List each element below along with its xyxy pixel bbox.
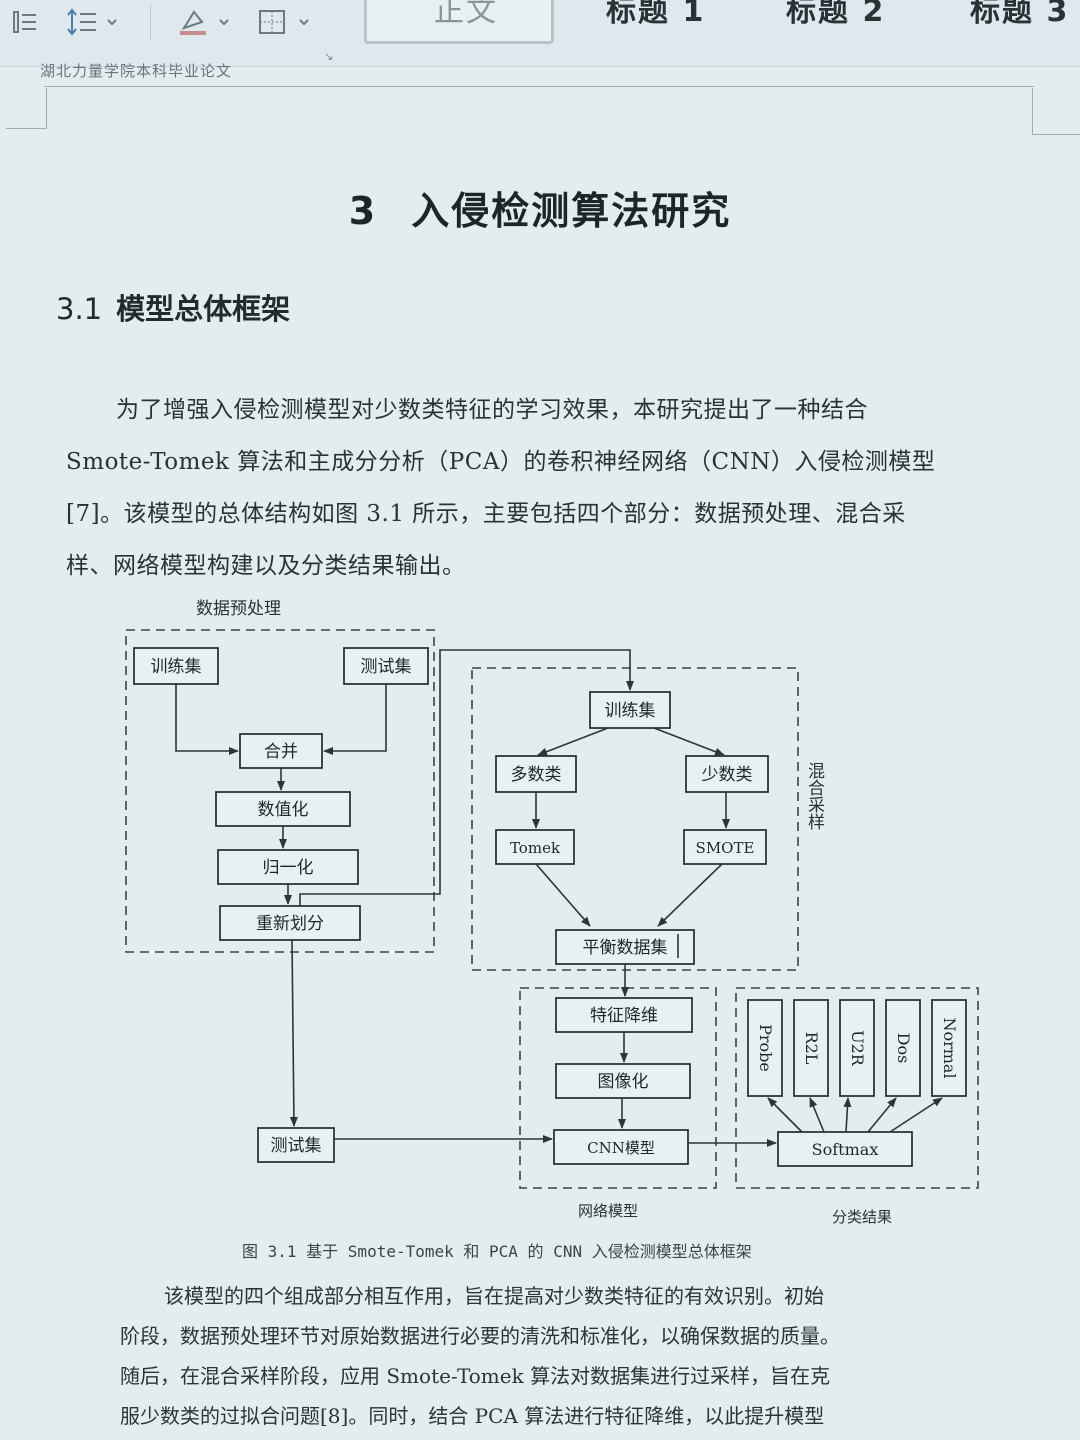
normalize-box [217,849,359,885]
train-set2-label: 训练集 [605,701,656,721]
style-normal-button[interactable] [364,0,554,44]
normalize-label: 归一化 [263,858,314,878]
merge-box [239,733,323,769]
numeric-box [215,791,351,827]
class-u2r-box [839,999,875,1097]
majority-box [495,755,577,793]
arrow-resplit-to-train-set2 [299,649,634,906]
chapter-title-text: 入侵检测算法研究 [411,189,732,233]
borders-icon[interactable] [256,6,316,38]
toolbar-divider [150,4,151,40]
arrow-softmax-to-r2l [809,1097,825,1133]
paragraph-dialog-launcher-icon[interactable]: ↘ [324,50,334,63]
line-spacing-icon[interactable] [64,6,124,38]
paragraph-line: 阶段，数据预处理环节对原始数据进行必要的清洗和标准化，以确保数据的质量。 [120,1324,840,1348]
paragraph-line: 该模型的四个组成部分相互作用，旨在提高对少数类特征的有效识别。初始 [164,1284,824,1308]
class-probe-box [747,999,783,1097]
arrow-train2-to-majority [537,727,609,756]
class-r2l-label: R2L [802,1032,821,1065]
figure-caption: 图 3.1 基于 Smote-Tomek 和 PCA 的 CNN 入侵检测模型总… [242,1242,752,1261]
class-dos-box [885,999,921,1097]
paragraph-line: 随后，在混合采样阶段，应用 Smote-Tomek 算法对数据集进行过采样，旨在… [120,1364,831,1388]
classification-group [735,987,979,1189]
train-set2-box [589,691,671,729]
train-set-label: 训练集 [151,657,202,677]
paragraph-line: [7]。该模型的总体结构如图 3.1 所示，主要包括四个部分：数据预处理、混合采 [66,501,906,527]
section-number: 3.1 [56,292,103,326]
margin-corner-left [6,88,47,129]
cnn-label: CNN模型 [587,1139,655,1157]
preprocess-group-label: 数据预处理 [196,599,281,619]
resplit-label: 重新划分 [256,914,324,934]
ribbon-toolbar: ↘ 正文 标题 1 标题 2 标题 3 [0,0,1080,67]
arrow-train2-to-minority [653,727,725,756]
paragraph-line: Smote-Tomek 算法和主成分分析（PCA）的卷积神经网络（CNN）入侵检… [66,449,936,475]
feature-reduction-box [555,997,693,1033]
arrow-softmax-to-normal [889,1097,943,1133]
arrow-smote-to-balanced [657,863,723,927]
arrow-train-to-merge [175,684,239,755]
imaging-label: 图像化 [598,1072,649,1092]
arrow-softmax-to-probe [767,1097,803,1133]
test-set-box [343,647,429,685]
class-normal-label: Normal [940,1017,959,1078]
shading-icon[interactable] [176,6,236,38]
train-set-box [133,647,219,685]
class-r2l-box [793,999,829,1097]
arrow-resplit-to-test-set2 [289,939,298,1127]
smote-box [683,829,767,865]
network-group [519,987,717,1189]
cnn-box [553,1129,689,1165]
style-heading-2-button[interactable]: 标题 2 [786,0,886,29]
smote-label: SMOTE [696,839,755,857]
arrow-test-to-merge [323,684,387,755]
style-normal-label: 正文 [434,0,498,29]
arrow-tomek-to-balanced [535,863,591,927]
chapter-title: 3 入侵检测算法研究 [0,180,1080,235]
balanced-box [555,929,695,965]
test-set-label: 测试集 [361,657,412,677]
test-set2-box [257,1127,335,1163]
tomek-label: Tomek [510,839,561,857]
imaging-box [555,1063,691,1099]
section-title-text: 模型总体框架 [116,292,291,326]
style-heading-3-button[interactable]: 标题 3 [970,0,1070,29]
body-paragraph-2[interactable]: 该模型的四个组成部分相互作用，旨在提高对少数类特征的有效识别。初始 阶段，数据预… [120,1276,840,1436]
section-title: 3.1 模型总体框架 [56,286,290,328]
classification-group-label: 分类结果 [832,1208,892,1226]
resplit-box [219,905,361,941]
paragraph-line: 服少数类的过拟合问题[8]。同时，结合 PCA 算法进行特征降维，以此提升模型 [120,1404,825,1428]
balanced-label: 平衡数据集 [583,938,668,958]
paragraph-line: 为了增强入侵检测模型对少数类特征的学习效果，本研究提出了一种结合 [116,397,868,423]
majority-label: 多数类 [511,765,562,785]
paragraph-line: 样、网络模型构建以及分类结果输出。 [66,553,466,579]
style-heading-1-button[interactable]: 标题 1 [606,0,706,29]
class-normal-box [931,999,967,1097]
softmax-box [777,1131,913,1167]
network-group-label: 网络模型 [578,1202,638,1220]
class-u2r-label: U2R [848,1030,867,1067]
tomek-box [495,829,575,865]
sampling-group [471,667,799,971]
sampling-group-label: 混合采样 [804,762,825,830]
minority-label: 少数类 [702,765,753,785]
arrow-softmax-to-dos [867,1097,897,1133]
arrow-softmax-to-u2r [843,1097,852,1133]
preprocess-group [125,629,435,953]
test-set2-label: 测试集 [271,1136,322,1156]
body-paragraph[interactable]: 为了增强入侵检测模型对少数类特征的学习效果，本研究提出了一种结合 Smote-T… [66,384,935,592]
margin-corner-right [1032,88,1080,135]
page-header-text: 湖北力量学院本科毕业论文 [40,62,233,80]
merge-label: 合并 [264,742,298,762]
class-probe-label: Probe [756,1024,775,1072]
class-dos-label: Dos [894,1033,913,1064]
page-header-line [44,86,1034,87]
numeric-label: 数值化 [258,800,309,820]
softmax-label: Softmax [812,1140,879,1159]
feature-reduction-label: 特征降维 [590,1006,658,1026]
outline-icon[interactable] [8,6,40,38]
minority-box [685,755,769,793]
chapter-number: 3 [348,189,378,233]
